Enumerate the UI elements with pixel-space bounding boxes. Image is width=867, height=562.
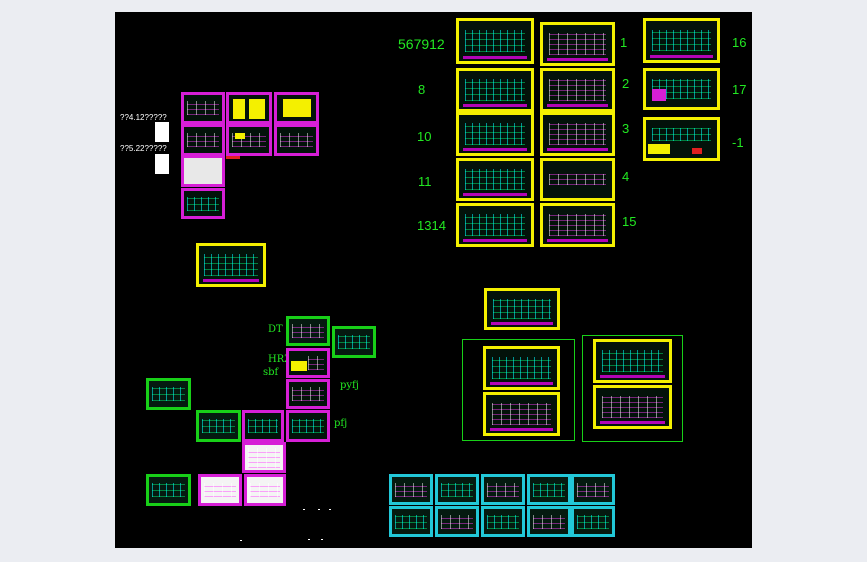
green-frame-right bbox=[582, 335, 683, 442]
drawing-sheet-m7[interactable] bbox=[181, 155, 225, 187]
drawing-sheet-1314[interactable] bbox=[456, 203, 534, 247]
sheet-label-11: 11 bbox=[418, 174, 432, 189]
drawing-sheet-567912[interactable] bbox=[456, 18, 534, 64]
drawing-sheet-m10[interactable] bbox=[242, 442, 286, 473]
stray-dot bbox=[329, 509, 331, 510]
drawing-sheet-g2[interactable] bbox=[196, 410, 241, 442]
drawing-sheet-g1[interactable] bbox=[146, 378, 191, 410]
detail-sheet-r1c2[interactable] bbox=[435, 474, 479, 505]
detail-sheet-r2c2[interactable] bbox=[435, 506, 479, 537]
stray-dot bbox=[240, 540, 242, 541]
drawing-sheet-overview[interactable] bbox=[484, 288, 560, 330]
label-sbf: sbf bbox=[263, 367, 279, 378]
drawing-sheet-group-b1[interactable] bbox=[593, 339, 672, 383]
sheet-label-1314: 1314 bbox=[417, 218, 446, 233]
label-dt: DT bbox=[268, 324, 283, 335]
stray-dot bbox=[308, 539, 310, 540]
stray-dot bbox=[303, 509, 305, 510]
detail-sheet-r1c3[interactable] bbox=[481, 474, 525, 505]
label-pyfj: pyfj bbox=[340, 380, 359, 391]
detail-sheet-r2c5[interactable] bbox=[571, 506, 615, 537]
drawing-sheet-group-b2[interactable] bbox=[593, 385, 672, 429]
drawing-sheet-m12[interactable] bbox=[244, 474, 286, 506]
drawing-sheet-15[interactable] bbox=[540, 203, 615, 247]
drawing-sheet-11[interactable] bbox=[456, 158, 534, 201]
drawing-sheet-m2[interactable] bbox=[226, 92, 272, 124]
sheet-label-minus-1: -1 bbox=[732, 135, 744, 150]
sheet-label-10: 10 bbox=[417, 129, 432, 144]
drawing-sheet-elevation[interactable] bbox=[196, 243, 266, 287]
green-frame-left bbox=[462, 339, 575, 441]
drawing-sheet-g-right[interactable] bbox=[332, 326, 376, 358]
sheet-label-17: 17 bbox=[732, 82, 747, 97]
sheet-label-3: 3 bbox=[622, 121, 630, 136]
sheet-label-567912: 567912 bbox=[398, 36, 445, 52]
sheet-label-8: 8 bbox=[418, 82, 426, 97]
note-label-a: ??4.12????? bbox=[120, 113, 167, 122]
sheet-label-16: 16 bbox=[732, 35, 747, 50]
drawing-sheet-m1[interactable] bbox=[181, 92, 225, 124]
detail-sheet-r2c4[interactable] bbox=[527, 506, 571, 537]
drawing-sheet-10[interactable] bbox=[456, 112, 534, 156]
drawing-sheet-m5[interactable] bbox=[226, 124, 272, 156]
drawing-sheet-3[interactable] bbox=[540, 112, 615, 156]
drawing-sheet-group-a2[interactable] bbox=[483, 392, 560, 436]
drawing-sheet-8[interactable] bbox=[456, 68, 534, 112]
drawing-sheet-minus-1[interactable] bbox=[643, 117, 720, 161]
drawing-sheet-group-a1[interactable] bbox=[483, 346, 560, 390]
drawing-sheet-m11[interactable] bbox=[198, 474, 242, 506]
drawing-sheet-m9[interactable] bbox=[242, 410, 284, 442]
label-pfj: pfj bbox=[334, 418, 348, 429]
drawing-sheet-17[interactable] bbox=[643, 68, 720, 110]
drawing-sheet-16[interactable] bbox=[643, 18, 720, 63]
drawing-sheet-g3[interactable] bbox=[146, 474, 191, 506]
drawing-sheet-hrz[interactable] bbox=[286, 348, 330, 378]
drawing-sheet-1[interactable] bbox=[540, 22, 615, 66]
sheet-label-15: 15 bbox=[622, 214, 637, 229]
note-label-b: ??5.22????? bbox=[120, 144, 167, 153]
drawing-sheet-m4[interactable] bbox=[181, 124, 225, 156]
stray-dot bbox=[318, 509, 320, 510]
detail-sheet-r1c4[interactable] bbox=[527, 474, 571, 505]
drawing-sheet-m6[interactable] bbox=[274, 124, 319, 156]
drawing-sheet-2[interactable] bbox=[540, 68, 615, 112]
drawing-sheet-m8[interactable] bbox=[181, 188, 225, 219]
stray-dot bbox=[321, 539, 323, 540]
red-marker bbox=[226, 156, 240, 159]
detail-sheet-r1c5[interactable] bbox=[571, 474, 615, 505]
drawing-sheet-dt[interactable] bbox=[286, 316, 330, 346]
drawing-sheet-m3[interactable] bbox=[274, 92, 319, 124]
sheet-label-2: 2 bbox=[622, 76, 630, 91]
sheet-label-1: 1 bbox=[620, 35, 628, 50]
sheet-label-4: 4 bbox=[622, 169, 630, 184]
note-card-a bbox=[155, 122, 169, 142]
detail-sheet-r1c1[interactable] bbox=[389, 474, 433, 505]
detail-sheet-r2c1[interactable] bbox=[389, 506, 433, 537]
label-hrz: HRZ bbox=[268, 354, 292, 365]
detail-sheet-r2c3[interactable] bbox=[481, 506, 525, 537]
cad-model-space[interactable]: 567912 1 16 8 2 17 10 3 -1 11 4 1314 15 … bbox=[115, 12, 752, 548]
note-card-b bbox=[155, 154, 169, 174]
drawing-sheet-pyfj[interactable] bbox=[286, 379, 330, 409]
drawing-sheet-pfj[interactable] bbox=[286, 410, 330, 442]
drawing-sheet-4[interactable] bbox=[540, 158, 615, 201]
